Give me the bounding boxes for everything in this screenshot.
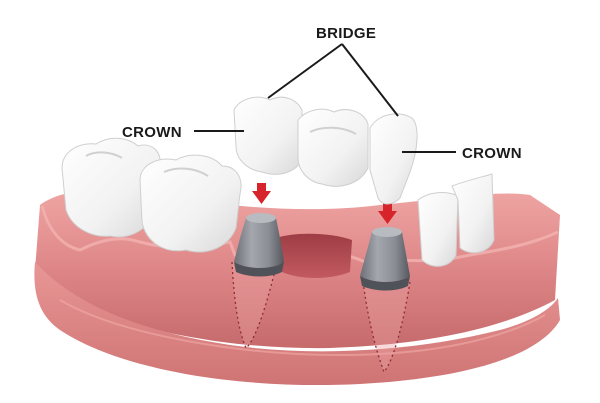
incisor-right-1: [417, 192, 459, 267]
bridge: [233, 96, 418, 205]
arrow-down-right: [378, 203, 397, 224]
bridge-label: BRIDGE: [316, 25, 376, 42]
bridge-leader-left: [267, 43, 343, 99]
incisor-right-2: [451, 173, 495, 254]
molar-left-front: [139, 154, 242, 253]
arrow-down-left: [252, 183, 271, 204]
gum-highlight: [59, 299, 546, 357]
abutment-left: [234, 213, 284, 277]
crown-left-label: CROWN: [122, 124, 182, 141]
bridge-crown-right: [369, 113, 418, 205]
crown-right-label: CROWN: [462, 145, 522, 162]
molar-left-back: [61, 137, 161, 238]
gum-front: [34, 262, 561, 386]
bridge-pontic: [297, 108, 369, 187]
root-outline-left: [231, 261, 277, 350]
bridge-leader-right: [341, 43, 399, 117]
abutment-right: [360, 227, 410, 291]
root-outline-right: [361, 271, 411, 374]
leader-lines: [194, 43, 456, 153]
missing-tooth-socket: [277, 233, 352, 278]
bridge-crown-left: [233, 96, 305, 175]
